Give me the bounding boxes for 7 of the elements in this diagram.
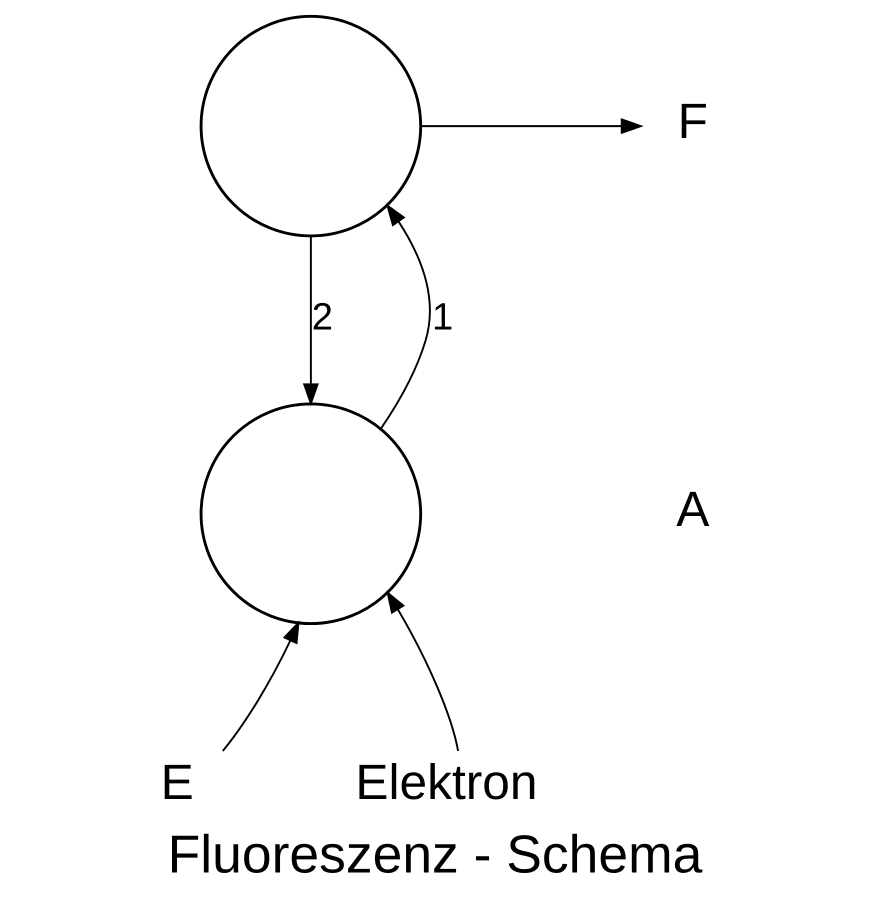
node-text: F xyxy=(678,93,708,150)
node-text: Elektron xyxy=(355,754,538,810)
label: A xyxy=(676,480,710,537)
edge-label: 1 xyxy=(432,296,454,339)
edge-label: 2 xyxy=(312,296,333,339)
node-text: E xyxy=(160,754,194,810)
caption: Fluoreszenz - Schema xyxy=(168,826,702,885)
